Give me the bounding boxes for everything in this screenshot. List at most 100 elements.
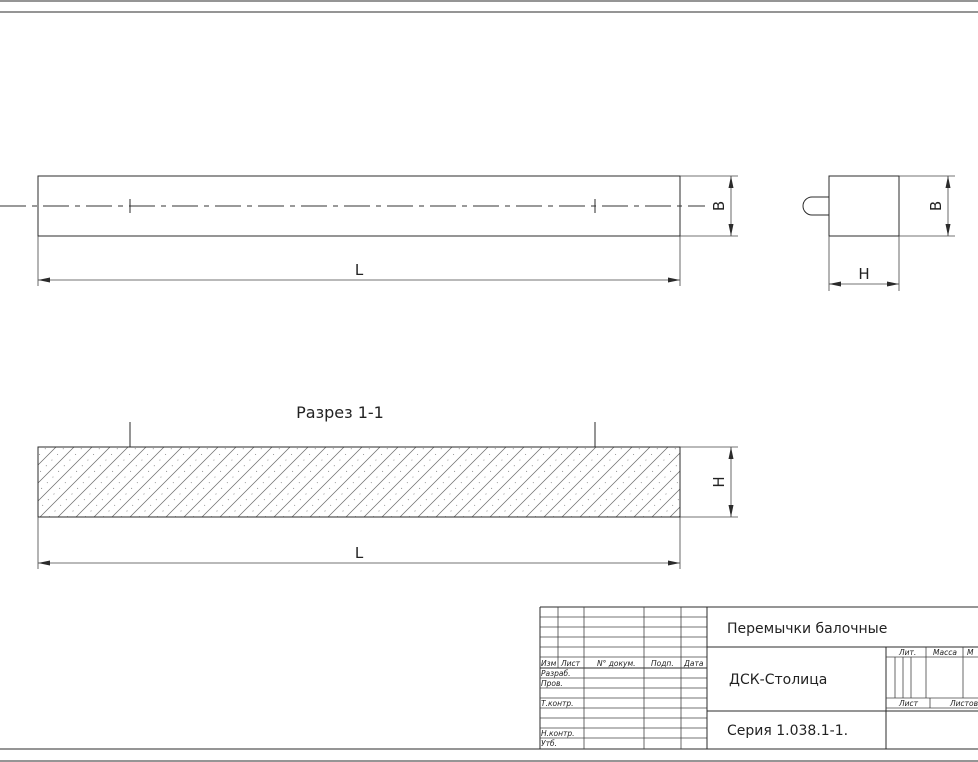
- section-hatch-line: [633, 470, 680, 517]
- section-hatch-line: [525, 447, 597, 517]
- section-hatch-line: [129, 447, 201, 517]
- beam-end-view: [802, 175, 900, 237]
- section-hatch-dots: [444, 447, 516, 517]
- stage-sheet: Лист: [898, 699, 919, 708]
- section-hatch-line: [327, 447, 399, 517]
- section-hatch-line: [38, 447, 75, 484]
- section-hatch-dots: [318, 447, 390, 517]
- section-height-dimension: H: [680, 446, 738, 518]
- section-hatch-line: [309, 447, 381, 517]
- beam-width-dimension: B: [680, 175, 738, 237]
- end-height-dimension: H: [828, 236, 900, 291]
- section-hatch-dots: [408, 447, 480, 517]
- section-hatch-dots: [102, 447, 174, 517]
- section-hatch-dots: [462, 447, 534, 517]
- series-number: Серия 1.038.1-1.: [727, 723, 848, 739]
- section-hatch-dots: [426, 447, 498, 517]
- beam-width-label: B: [710, 201, 728, 211]
- section-hatch-dots: [210, 447, 282, 517]
- section-hatch-line: [147, 447, 219, 517]
- section-hatch-line: [417, 447, 489, 517]
- section-hatch-line: [381, 447, 453, 517]
- section-length-label: L: [355, 544, 364, 562]
- section-body: [37, 446, 681, 518]
- header-sign: Подп.: [651, 659, 674, 668]
- end-width-dimension: B: [899, 175, 955, 237]
- section-hatch-line: [579, 447, 651, 517]
- section-hatch-line: [255, 447, 327, 517]
- section-hatch-line: [543, 447, 615, 517]
- section-hatch-dots: [390, 447, 462, 517]
- beam-length-label: L: [355, 261, 364, 279]
- lifting-loop: [802, 196, 829, 216]
- section-hatch-dots: [66, 447, 138, 517]
- section-hatch-line: [291, 447, 363, 517]
- stage-lit: Лит.: [898, 648, 916, 657]
- section-hatch-line: [38, 447, 57, 466]
- section-hatch-line: [651, 488, 680, 517]
- section-hatch-line: [615, 452, 680, 517]
- section-hatch-dots: [642, 479, 680, 517]
- role-norm-control: Н.контр.: [541, 729, 575, 738]
- section-hatch-dots: [300, 447, 372, 517]
- section-hatch-dots: [84, 447, 156, 517]
- end-height-label: H: [858, 265, 869, 283]
- section-hatch-dots: [570, 447, 642, 517]
- end-width-label: B: [927, 201, 945, 211]
- section-hatch-line: [165, 447, 237, 517]
- section-hatch-dots: [552, 447, 624, 517]
- section-hatch-dots: [282, 447, 354, 517]
- stage-sheets: Листов: [949, 699, 978, 708]
- role-checked: Пров.: [541, 679, 563, 688]
- section-hatch-line: [219, 447, 291, 517]
- section-hatch-line: [561, 447, 633, 517]
- header-list: Лист: [560, 659, 581, 668]
- section-hatch-dots: [534, 447, 606, 517]
- section-hatch-dots: [372, 447, 444, 517]
- role-developed: Разраб.: [541, 669, 570, 678]
- section-hatch-dots: [660, 497, 680, 517]
- section-hatch-dots: [156, 447, 228, 517]
- section-hatch-dots: [38, 447, 48, 457]
- section-hatch-line: [38, 447, 39, 448]
- beam-top-view: [0, 175, 705, 237]
- section-height-label: H: [710, 476, 728, 487]
- section-hatch-line: [57, 447, 129, 517]
- section-hatch-line: [597, 447, 669, 517]
- section-hatch-line: [75, 447, 147, 517]
- section-hatch-dots: [336, 447, 408, 517]
- role-approved: Утб.: [541, 739, 557, 748]
- section-hatch-dots: [38, 447, 102, 511]
- section-hatch-dots: [48, 447, 120, 517]
- section-hatch-line: [183, 447, 255, 517]
- section-hatch-dots: [120, 447, 192, 517]
- section-hatch-dots: [354, 447, 426, 517]
- section-hatch-dots: [480, 447, 552, 517]
- header-doc-no: N° докум.: [597, 659, 636, 668]
- stage-mass: Масса: [933, 648, 957, 657]
- section-hatch-dots: [38, 447, 66, 475]
- product-name: Перемычки балочные: [727, 621, 887, 637]
- header-date: Дата: [683, 659, 704, 668]
- section-hatch-dots: [174, 447, 246, 517]
- beam-length-dimension: L: [37, 236, 681, 286]
- section-hatch-line: [471, 447, 543, 517]
- section-hatch-line: [93, 447, 165, 517]
- section-hatch-line: [363, 447, 435, 517]
- section-hatch-line: [453, 447, 525, 517]
- section-hatch-line: [507, 447, 579, 517]
- section-hatch-line: [237, 447, 309, 517]
- section-hatch-line: [345, 447, 417, 517]
- section-hatch-line: [435, 447, 507, 517]
- section-hatch-dots: [516, 447, 588, 517]
- section-hatch-line: [399, 447, 471, 517]
- section-hatch-line: [489, 447, 561, 517]
- section-hatch-dots: [588, 447, 660, 517]
- section-hatch-line: [201, 447, 273, 517]
- organization-name: ДСК-Столица: [729, 672, 827, 688]
- section-hatch-dots: [38, 447, 84, 493]
- title-block: Изм Лист N° докум. Подп. Дата Разраб. Пр…: [539, 606, 978, 749]
- section-hatch-line: [273, 447, 345, 517]
- section-length-dimension: L: [37, 517, 681, 569]
